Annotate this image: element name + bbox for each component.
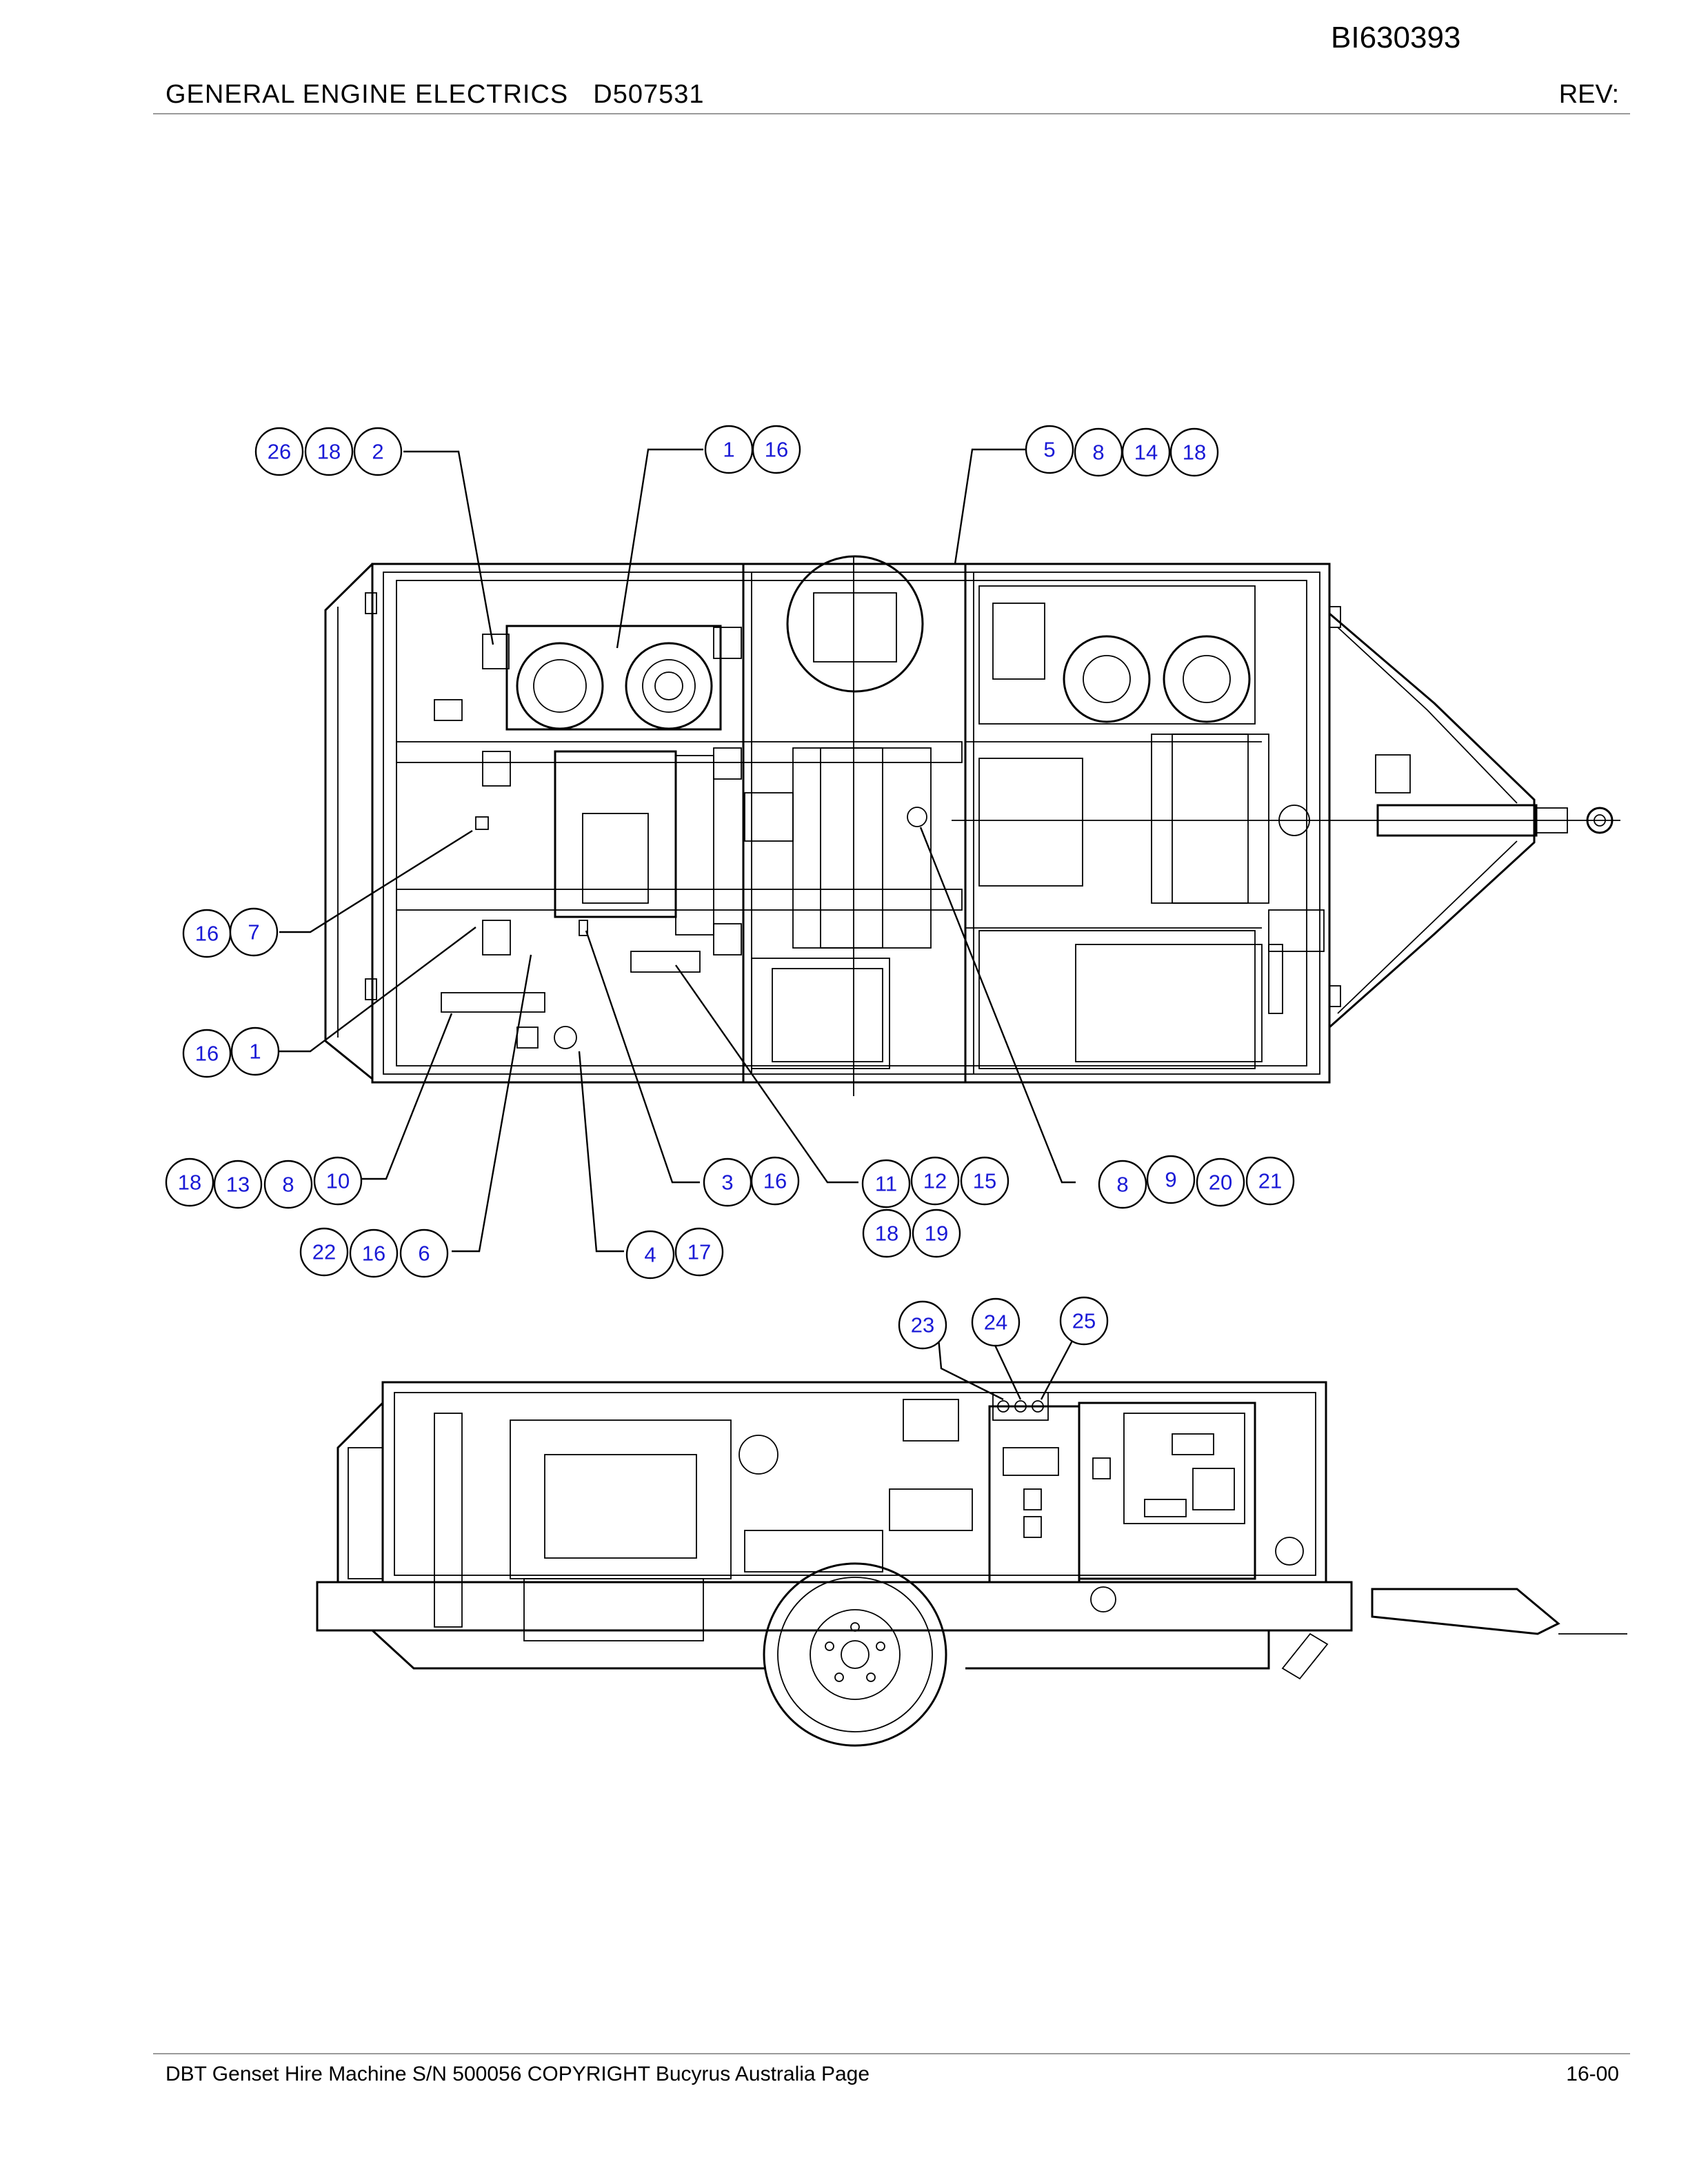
- drawing-number: D507531: [593, 80, 705, 109]
- callout-group-18-19: 18 19: [862, 1209, 961, 1258]
- callout-label: 1: [723, 438, 734, 462]
- callout-group-26-18-2: 26 18 2: [254, 427, 403, 476]
- plan-view: [324, 555, 1620, 1096]
- callout-25: 25: [1059, 1296, 1109, 1346]
- callout-label: 16: [763, 1169, 787, 1193]
- callout-24: 24: [971, 1297, 1021, 1347]
- page-number: 16-00: [1566, 2063, 1619, 2085]
- callout-label: 22: [312, 1240, 336, 1264]
- callout-label: 8: [1092, 441, 1104, 465]
- callout-group-16-1: 16 1: [182, 1027, 280, 1078]
- header-rule: [153, 113, 1630, 114]
- callout-label: 13: [226, 1173, 250, 1197]
- callout-label: 20: [1209, 1171, 1232, 1195]
- revision-label: REV:: [1558, 80, 1619, 109]
- callout-label: 12: [923, 1169, 947, 1193]
- callout-label: 21: [1258, 1169, 1282, 1193]
- callout-group-22-16-6: 22 16 6: [299, 1227, 449, 1278]
- callout-label: 23: [911, 1313, 934, 1337]
- callout-label: 2: [372, 440, 383, 464]
- callout-group-3-16: 3 16: [703, 1156, 800, 1207]
- callout-group-18-13-8-10: 18 13 8 10: [165, 1156, 363, 1209]
- document-id: BI630393: [1331, 21, 1461, 54]
- callout-label: 16: [195, 922, 219, 946]
- callout-label: 25: [1072, 1309, 1096, 1333]
- callout-label: 18: [178, 1171, 201, 1195]
- callout-label: 17: [687, 1240, 711, 1264]
- callout-label: 5: [1043, 438, 1055, 462]
- callout-group-4-17: 4 17: [625, 1227, 724, 1280]
- callout-label: 16: [765, 438, 788, 462]
- title-text: GENERAL ENGINE ELECTRICS: [165, 80, 569, 109]
- callout-label: 10: [326, 1169, 350, 1193]
- callout-label: 1: [249, 1040, 261, 1064]
- callout-group-1-16: 1 16: [704, 425, 801, 474]
- callout-label: 14: [1134, 441, 1158, 465]
- callout-group-8-9-20-21: 8 9 20 21: [1098, 1155, 1295, 1209]
- callout-label: 24: [984, 1311, 1007, 1335]
- callout-23: 23: [898, 1300, 947, 1350]
- callout-label: 4: [644, 1243, 656, 1267]
- footer-text: DBT Genset Hire Machine S/N 500056 COPYR…: [165, 2063, 870, 2085]
- callout-label: 18: [875, 1222, 898, 1246]
- callout-label: 15: [973, 1169, 996, 1193]
- callout-label: 8: [1116, 1173, 1128, 1197]
- callout-label: 18: [1183, 441, 1206, 465]
- callout-label: 7: [248, 920, 259, 944]
- callout-label: 16: [195, 1042, 219, 1066]
- footer-rule: [153, 2053, 1630, 2054]
- callout-label: 11: [875, 1172, 897, 1196]
- callout-label: 8: [282, 1173, 294, 1197]
- leader-lines: [279, 448, 1076, 1401]
- callout-label: 18: [317, 440, 341, 464]
- callout-group-11-12-15: 11 12 15: [861, 1156, 1009, 1209]
- callout-group-16-7: 16 7: [182, 907, 279, 958]
- callout-label: 6: [418, 1242, 430, 1266]
- page-title: GENERAL ENGINE ELECTRICS D507531: [165, 80, 705, 110]
- callout-group-5-8-14-18: 5 8 14 18: [1025, 425, 1219, 477]
- callout-label: 9: [1165, 1168, 1176, 1192]
- callout-label: 3: [721, 1171, 733, 1195]
- callout-label: 26: [268, 440, 291, 464]
- callout-label: 19: [925, 1222, 948, 1246]
- side-view: [316, 1381, 1627, 1747]
- callout-label: 16: [362, 1242, 385, 1266]
